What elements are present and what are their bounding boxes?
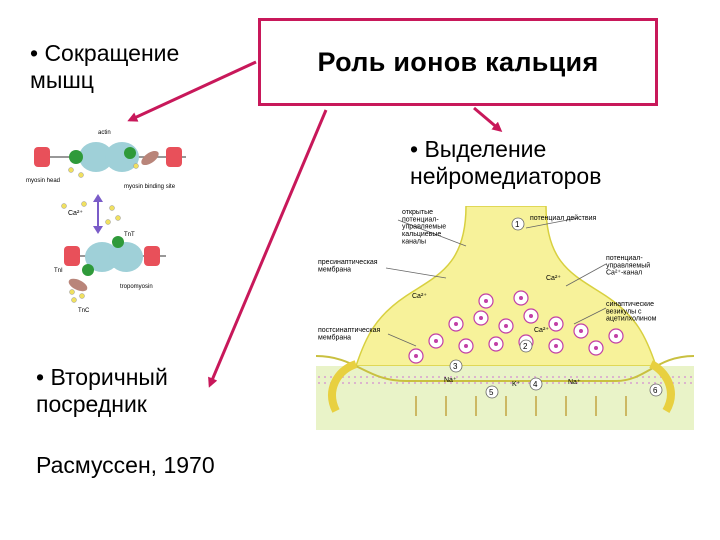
step-2: 2 [523, 342, 528, 351]
step-6: 6 [653, 386, 658, 395]
arrow-to-muscle-icon [127, 60, 257, 122]
label-tni: TnI [54, 268, 63, 274]
tropomyosin-icon [68, 278, 88, 292]
label-tropomyosin: tropomyosin [120, 284, 153, 290]
label-binding-site: myosin binding site [124, 184, 176, 190]
step-5: 5 [489, 388, 494, 397]
label-action-potential: потенциал действия [530, 214, 596, 222]
muscle-figure: actin myosin head myosin binding site Ca… [26, 130, 186, 314]
troponin-icon [82, 264, 94, 276]
step-1: 1 [515, 220, 520, 229]
label-na-right: Na⁺ [568, 379, 581, 386]
bullet-muscle-contraction: • Сокращение мышц [30, 40, 180, 93]
troponin-icon [112, 236, 124, 248]
label-tnt: TnT [124, 232, 135, 238]
myosin-head-right [166, 147, 182, 167]
actin-bead [109, 242, 143, 272]
label-ca: Ca²⁺ [68, 210, 83, 217]
slide-title: Роль ионов кальция [317, 46, 599, 77]
arrow-to-messenger-icon [208, 109, 328, 388]
myosin-head-left [64, 246, 80, 266]
title-box: Роль ионов кальция [258, 18, 658, 106]
step-4: 4 [533, 380, 538, 389]
actin-bead [79, 142, 113, 172]
tropomyosin-icon [141, 150, 159, 166]
label-k: K⁺ [512, 381, 521, 388]
myosin-head-left [34, 147, 50, 167]
label-ca-center: Ca²⁺ [534, 327, 549, 334]
arrow-to-neuro-icon [473, 106, 503, 132]
troponin-icon [124, 147, 136, 159]
label-na-left: Na⁺ [444, 377, 457, 384]
citation: Расмуссен, 1970 [36, 452, 215, 478]
actin-bead [85, 242, 119, 272]
bullet-second-messenger: • Вторичный посредник [36, 364, 168, 417]
myosin-head-right [144, 246, 160, 266]
label-tnc: TnC [78, 308, 90, 314]
label-actin: actin [98, 130, 111, 136]
troponin-icon [69, 150, 83, 164]
bullet-neurotransmitter-release: • Выделение нейромедиаторов [410, 136, 602, 189]
label-ca-right: Ca²⁺ [546, 275, 561, 282]
label-ca-left: Ca²⁺ [412, 293, 427, 300]
label-myosin-head: myosin head [26, 178, 60, 184]
step-3: 3 [453, 362, 458, 371]
